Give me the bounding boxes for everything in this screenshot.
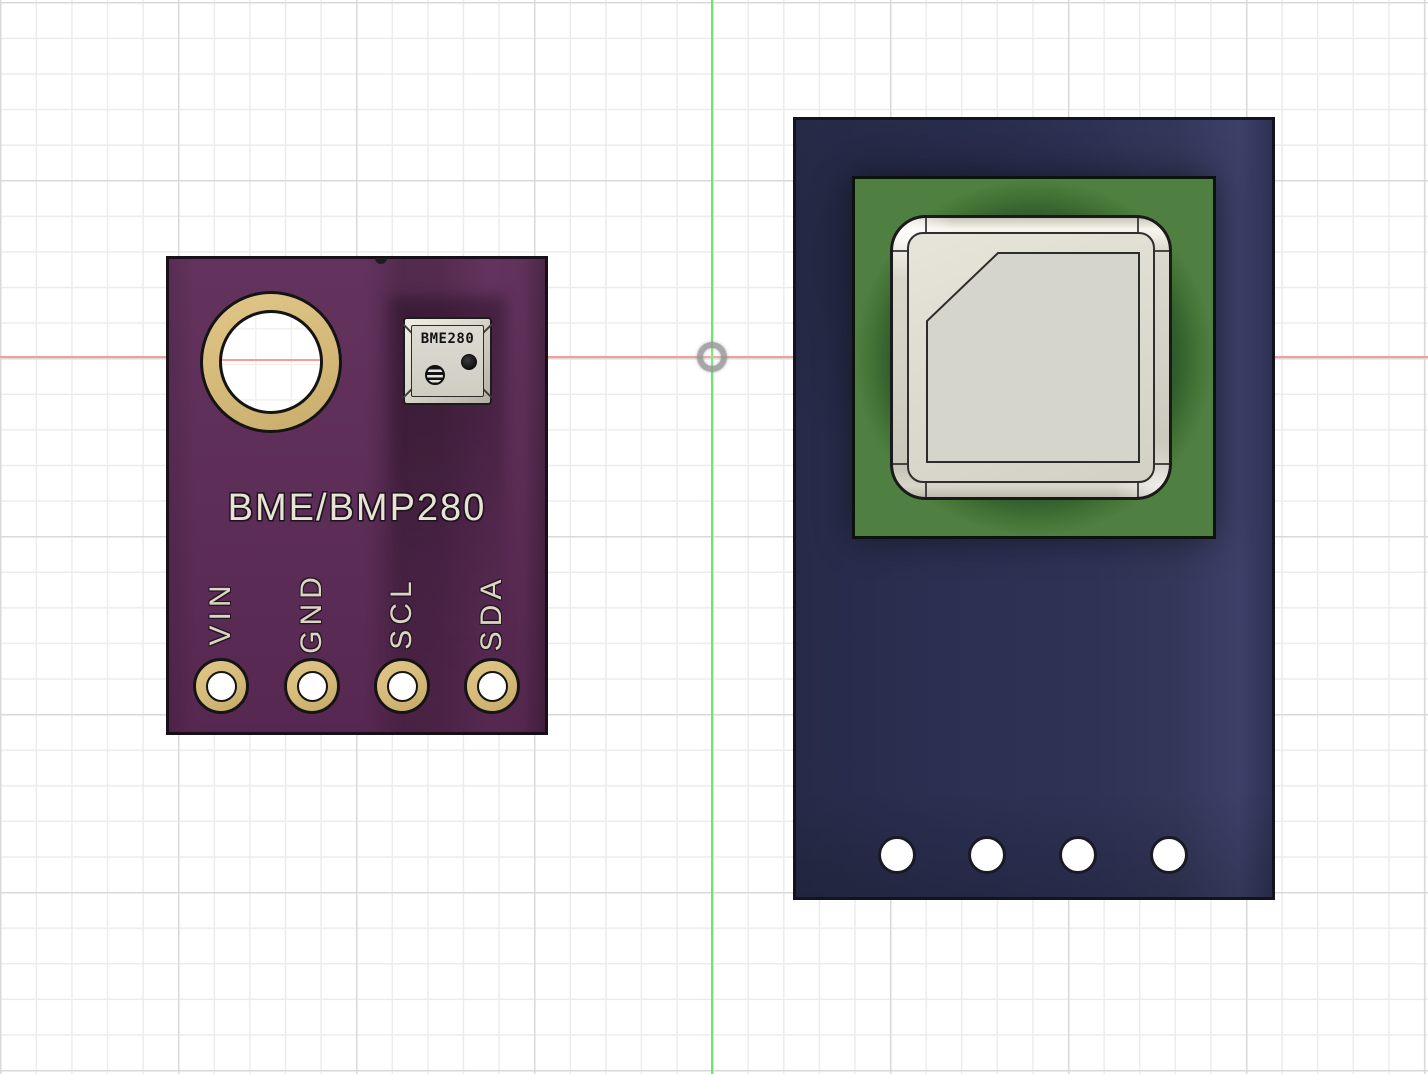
through-hole[interactable] <box>1150 836 1188 874</box>
rim-divider <box>925 218 927 232</box>
rim-divider <box>1155 463 1169 465</box>
pad-sda[interactable] <box>464 658 520 714</box>
pin-label-sda: SDA <box>475 574 508 652</box>
sensor-inner-frame <box>907 232 1155 483</box>
through-hole[interactable] <box>878 836 916 874</box>
board-top-notch <box>375 258 387 264</box>
chip-vent-hole-icon <box>461 354 477 370</box>
bosch-logo-icon <box>425 365 445 385</box>
y-axis-line <box>710 0 713 1074</box>
bme-bmp280-board[interactable]: BME280 BME/BMP280 VIN GND SCL SDA <box>166 256 548 735</box>
pin-label-scl: SCL <box>385 576 418 650</box>
pad-hole <box>386 670 418 702</box>
bme280-chip[interactable]: BME280 <box>402 316 493 406</box>
through-hole[interactable] <box>1059 836 1097 874</box>
origin-marker-icon[interactable] <box>697 342 727 372</box>
pad-scl[interactable] <box>374 658 430 714</box>
x-axis-through-hole <box>222 359 320 362</box>
pad-hole <box>296 670 328 702</box>
chip-lid: BME280 <box>411 325 484 397</box>
mounting-hole-pad[interactable] <box>200 291 342 433</box>
through-hole[interactable] <box>968 836 1006 874</box>
rim-divider <box>893 463 907 465</box>
metal-can-sensor[interactable] <box>890 215 1172 500</box>
rim-divider <box>925 483 927 497</box>
pad-hole <box>476 670 508 702</box>
pad-gnd[interactable] <box>284 658 340 714</box>
rim-divider <box>1137 483 1139 497</box>
pin-label-vin: VIN <box>204 580 237 646</box>
rim-divider <box>893 250 907 252</box>
rim-divider <box>1137 218 1139 232</box>
sensor-breakout-board[interactable] <box>793 117 1275 900</box>
mounting-hole[interactable] <box>219 310 323 414</box>
green-sensor-module[interactable] <box>852 176 1216 539</box>
chip-marking: BME280 <box>420 331 475 347</box>
rim-divider <box>1155 250 1169 252</box>
pad-vin[interactable] <box>193 658 249 714</box>
sensor-lid <box>926 252 1140 463</box>
pin-label-gnd: GND <box>295 572 328 654</box>
silkscreen-title: BME/BMP280 <box>227 487 487 529</box>
pad-hole <box>205 670 237 702</box>
